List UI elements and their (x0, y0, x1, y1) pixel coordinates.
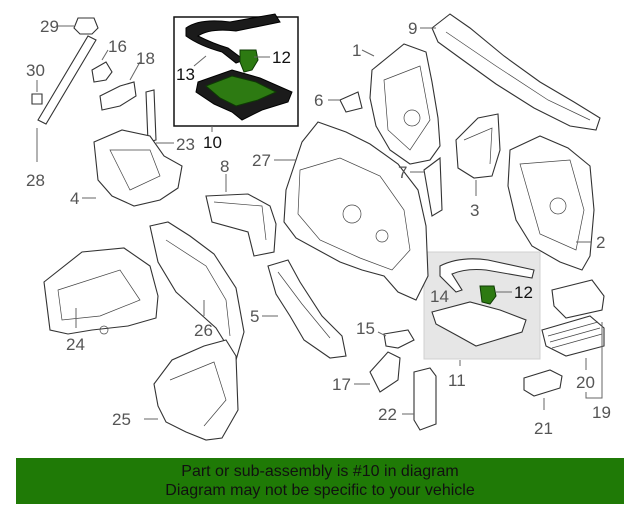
callout-11: 11 (448, 371, 466, 390)
part-6-bracket (339, 91, 363, 113)
part-4-wheelhouse (93, 129, 183, 207)
callout-7: 7 (398, 163, 407, 182)
part-12-clip-top (239, 49, 259, 73)
callout-4: 4 (70, 189, 79, 208)
part-20-filter (541, 315, 605, 357)
callout-6: 6 (314, 91, 323, 110)
callout-24: 24 (66, 335, 85, 354)
part-7-bracket (423, 156, 443, 217)
part-21-bracket (523, 369, 563, 397)
info-banner: Part or sub-assembly is #10 in diagram D… (16, 458, 624, 504)
part-10-tray-highlight (205, 75, 278, 107)
callout-28: 28 (26, 171, 45, 190)
part-13-seal (185, 13, 281, 64)
part-17-bracket (369, 351, 401, 393)
callout-30: 30 (26, 61, 45, 80)
callout-19: 19 (592, 403, 611, 422)
part-15-clip (383, 329, 415, 349)
part-27-firewall (283, 121, 429, 301)
part-22-post (413, 367, 437, 431)
callout-10: 10 (203, 133, 222, 152)
callout-12-lower: 12 (514, 283, 533, 302)
part-23-rail (145, 89, 157, 143)
part-25-lower-panel (153, 339, 239, 441)
callout-21: 21 (534, 419, 553, 438)
callout-22: 22 (378, 405, 397, 424)
callout-23: 23 (176, 135, 195, 154)
part-12-clip-lower (479, 285, 497, 305)
callout-26: 26 (194, 321, 213, 340)
part-24-wheelhouse (43, 247, 159, 335)
parts-diagram: 12 13 10 12 14 11 29 30 28 16 18 23 4 8 … (26, 13, 611, 441)
callout-25: 25 (112, 410, 131, 429)
callout-29: 29 (40, 17, 59, 36)
part-8-panel (205, 193, 277, 257)
part-1-dash-panel (369, 43, 441, 165)
callout-9: 9 (408, 19, 417, 38)
part-14-seal (439, 258, 535, 293)
callout-16: 16 (108, 37, 127, 56)
callout-13: 13 (176, 65, 195, 84)
part-20-filter-housing (551, 279, 605, 319)
part-26-side-panel (149, 221, 245, 362)
part-2-dash-panel (507, 135, 595, 271)
callout-12-top: 12 (272, 48, 291, 67)
callout-2: 2 (596, 233, 605, 252)
callout-5: 5 (250, 307, 259, 326)
info-banner-line-1: Part or sub-assembly is #10 in diagram (181, 463, 459, 480)
callout-17: 17 (332, 375, 351, 394)
part-16-bracket (91, 61, 113, 83)
callout-1: 1 (352, 41, 361, 60)
part-29-nut (73, 17, 99, 35)
callout-3: 3 (470, 201, 479, 220)
callout-15: 15 (356, 319, 375, 338)
part-9-cowl (431, 13, 601, 131)
part-11-tray (431, 301, 527, 347)
info-banner-line-2: Diagram may not be specific to your vehi… (165, 482, 475, 499)
callout-20: 20 (576, 373, 595, 392)
part-30-bolt (31, 93, 43, 105)
callout-14: 14 (430, 287, 449, 306)
callout-8: 8 (220, 157, 229, 176)
callout-18: 18 (136, 49, 155, 68)
part-3-panel (455, 113, 501, 179)
callout-27: 27 (252, 151, 271, 170)
part-28-strut (37, 35, 97, 125)
part-18-bracket (99, 81, 137, 111)
